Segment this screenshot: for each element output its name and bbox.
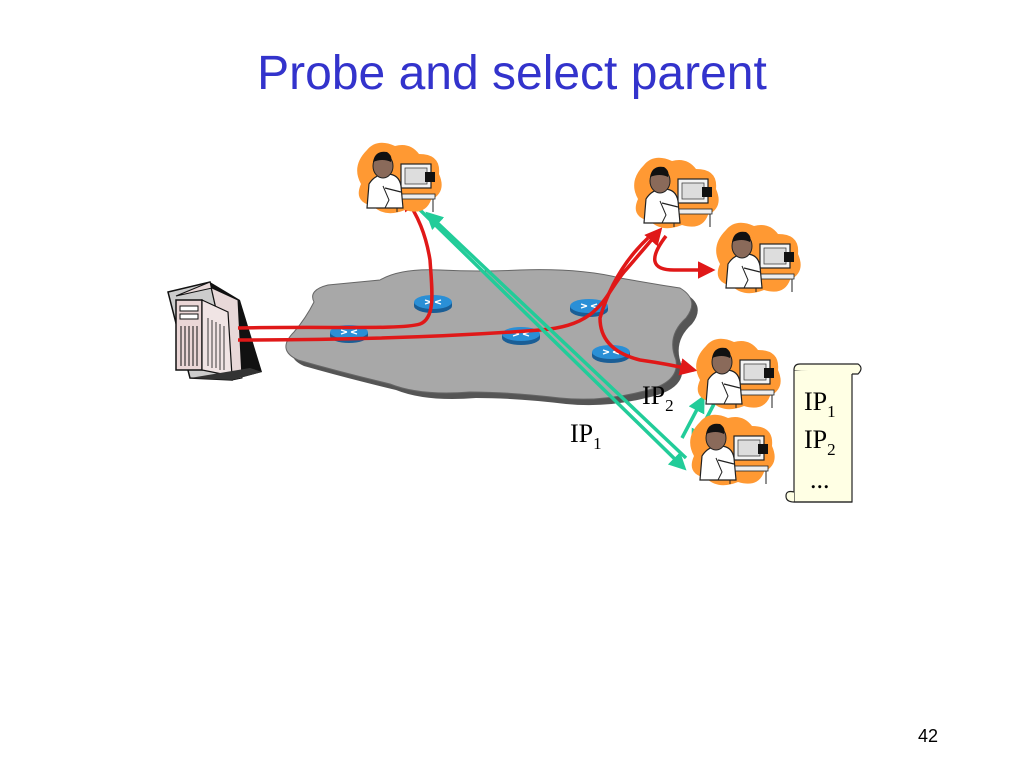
scroll-icon	[785, 363, 862, 503]
user-computer-icon	[356, 142, 443, 214]
user-computer-icon	[715, 222, 802, 294]
ip1-label: IP1	[570, 419, 602, 453]
list-more: ...	[810, 465, 830, 494]
data-paths	[237, 193, 716, 376]
server-icon	[167, 281, 262, 381]
list-item: IP1	[804, 387, 836, 421]
user-computer-icon	[633, 157, 720, 229]
list-item: IP2	[804, 425, 836, 459]
user-computer-icon	[695, 338, 782, 410]
page-number: 42	[917, 726, 938, 746]
user-computer-icon	[689, 414, 776, 486]
ip2-label: IP2	[642, 381, 674, 415]
slide-title: Probe and select parent	[257, 47, 767, 100]
